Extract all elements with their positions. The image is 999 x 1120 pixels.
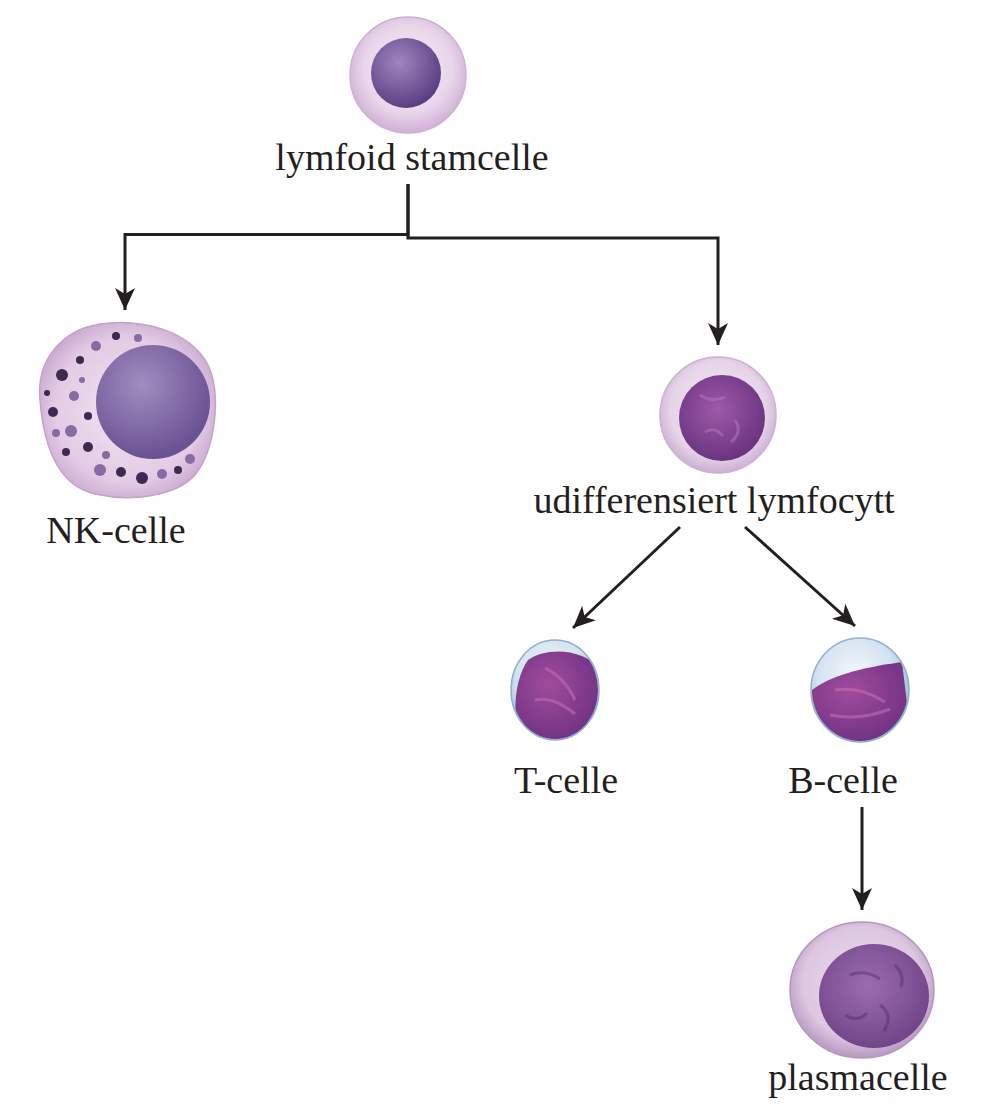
granule: [65, 425, 77, 437]
nk-granules: [44, 332, 195, 484]
cell-label: plasmacelle: [768, 1056, 947, 1098]
lineage-arrow: [408, 184, 718, 345]
granule: [83, 442, 93, 452]
cell-label: B-celle: [788, 759, 898, 801]
cell-node: lymfoid stamcelle: [271, 5, 552, 184]
stem-cell-nucleus: [371, 38, 441, 108]
nucleus-texture: [700, 395, 738, 442]
granule: [116, 467, 126, 477]
cell-label: lymfoid stamcelle: [275, 136, 548, 178]
cell-label: udifferensiert lymfocytt: [533, 479, 894, 521]
nk-cell-body: [40, 323, 216, 498]
granule: [185, 454, 195, 464]
granule: [102, 451, 110, 459]
granule: [174, 466, 182, 474]
granule: [112, 332, 120, 340]
cell-node: plasmacelle: [764, 910, 951, 1104]
lineage-arrow: [745, 527, 855, 626]
lineage-arrow: [573, 527, 680, 628]
cell-label: T-celle: [514, 759, 618, 801]
cell-label: NK-celle: [46, 509, 185, 551]
granule: [79, 377, 85, 383]
lymphocyte-body: [660, 357, 776, 473]
lineage-arrow: [125, 184, 408, 310]
granule: [48, 407, 58, 417]
granule: [157, 469, 167, 479]
stem-cell-body: [350, 17, 466, 133]
cell-node: T-celle: [506, 628, 622, 807]
nucleus-texture: [535, 668, 575, 714]
granule: [91, 341, 101, 351]
plasma-cell-body: [790, 922, 934, 1058]
cell-node: udifferensiert lymfocytt: [529, 345, 898, 527]
lineage-arrow: [861, 807, 864, 910]
nk-cell-nucleus: [96, 345, 210, 459]
granule: [94, 464, 106, 476]
granule: [136, 472, 148, 484]
granule: [134, 334, 142, 342]
plasma-cell-nucleus: [819, 944, 929, 1048]
granule: [56, 369, 68, 381]
nucleus-texture: [830, 689, 890, 717]
lymphocyte-nucleus: [679, 375, 765, 461]
granule: [52, 429, 60, 437]
cell-node: B-celle: [784, 626, 914, 807]
cell-node: NK-celle: [30, 310, 220, 557]
granule: [76, 356, 84, 364]
b-cell-nucleus: [808, 662, 912, 745]
granule: [44, 390, 50, 396]
granule: [84, 412, 92, 420]
granule: [62, 448, 70, 456]
granule: [69, 391, 79, 401]
nucleus-texture: [845, 965, 902, 1031]
t-cell-nucleus: [515, 652, 600, 745]
